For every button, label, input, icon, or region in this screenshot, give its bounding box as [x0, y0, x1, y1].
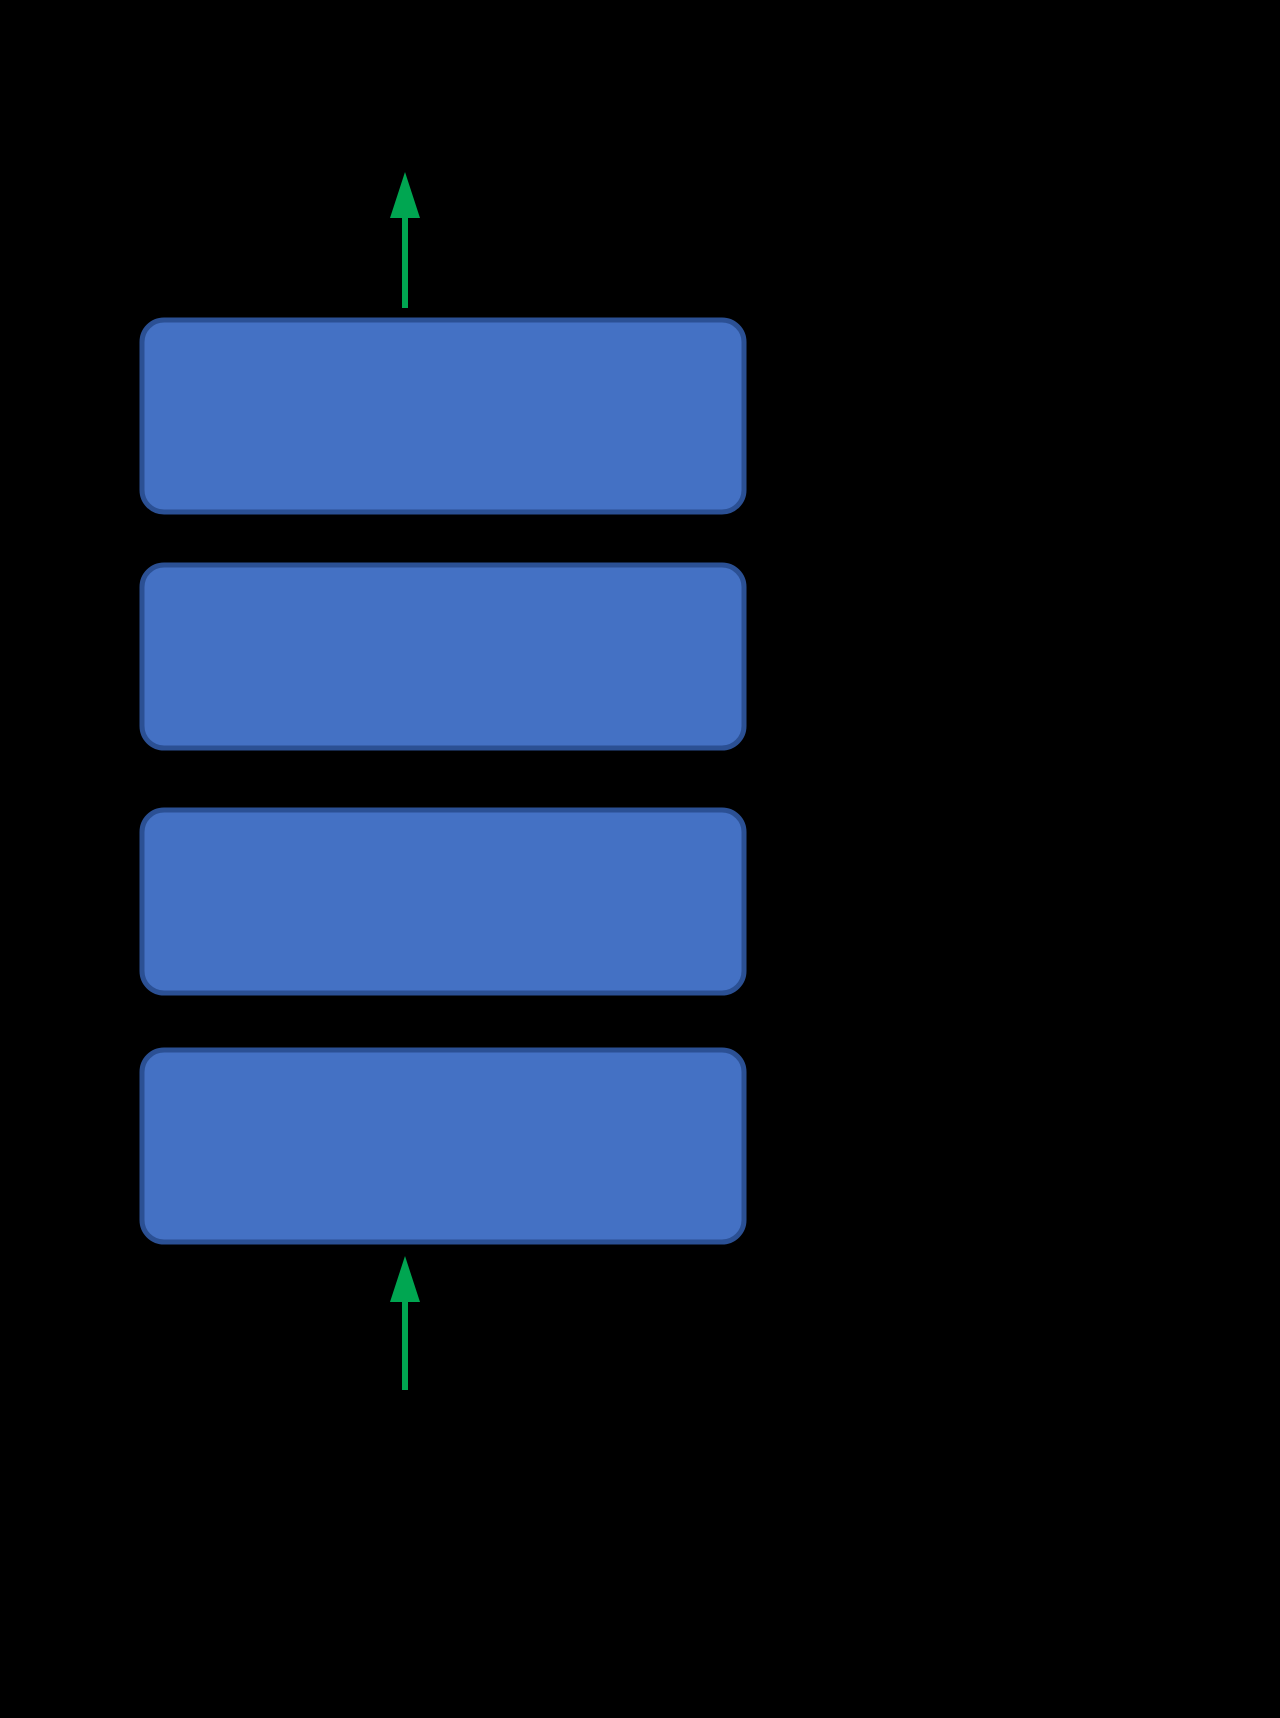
- block-3-rect[interactable]: [139, 807, 747, 996]
- arrow-output-top: [390, 172, 420, 308]
- arrow-output-top-head: [390, 172, 420, 218]
- block-2[interactable]: [139, 562, 747, 751]
- arrow-input-bottom: [390, 1256, 420, 1390]
- block-4-rect[interactable]: [139, 1047, 747, 1245]
- block-1-rect[interactable]: [139, 317, 747, 515]
- block-1[interactable]: [139, 317, 747, 515]
- arrow-input-bottom-head: [390, 1256, 420, 1302]
- block-4[interactable]: [139, 1047, 747, 1245]
- block-3[interactable]: [139, 807, 747, 996]
- block-2-rect[interactable]: [139, 562, 747, 751]
